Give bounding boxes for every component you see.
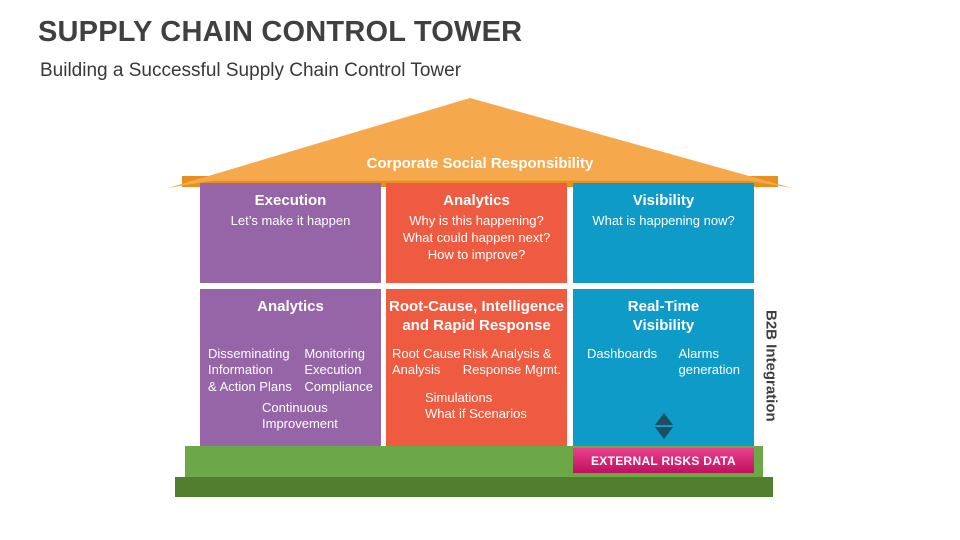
up-arrow-icon <box>654 413 673 425</box>
realtime-visibility-title: Real-Time Visibility <box>627 298 700 334</box>
rootcause-box-footer: Simulations What if Scenarios <box>425 390 527 422</box>
rootcause-box-col1: Root Cause Analysis <box>392 346 461 378</box>
analytics-box-body: Why is this happening? What could happen… <box>402 212 551 262</box>
b2b-integration-label: B2B Integration <box>762 310 780 422</box>
analytics-detail-col1: Disseminating Information & Action Plans <box>208 346 292 394</box>
foundation-bar-dark <box>175 477 773 497</box>
down-arrow-icon <box>654 427 673 439</box>
visibility-box-title: Visibility <box>632 192 695 209</box>
realtime-visibility-col2: Alarms generation <box>678 346 740 378</box>
page-title: SUPPLY CHAIN CONTROL TOWER <box>38 16 523 48</box>
rootcause-box: Root-Cause, Intelligence and Rapid Respo… <box>386 289 567 447</box>
rootcause-box-columns: Root Cause Analysis Risk Analysis & Resp… <box>386 346 567 379</box>
analytics-detail-columns: Disseminating Information & Action Plans… <box>200 346 381 395</box>
realtime-visibility-columns: Dashboards Alarms generation <box>573 346 754 379</box>
rootcause-box-col2: Risk Analysis & Response Mgmt. <box>462 346 561 378</box>
realtime-visibility-col1: Dashboards <box>587 346 658 361</box>
roof-label: Corporate Social Responsibility <box>366 155 594 172</box>
execution-box-body: Let’s make it happen <box>230 212 351 228</box>
analytics-box-title: Analytics <box>443 192 510 209</box>
execution-box-title: Execution <box>254 192 327 209</box>
execution-box: Execution Let’s make it happen <box>200 183 381 283</box>
roof-ridge-band <box>182 176 778 187</box>
visibility-box: Visibility What is happening now? <box>573 183 754 283</box>
visibility-box-body: What is happening now? <box>592 212 735 228</box>
analytics-detail-title: Analytics <box>257 298 324 315</box>
analytics-box: Analytics Why is this happening? What co… <box>386 183 567 283</box>
analytics-detail-col2: Monitoring Execution Compliance <box>304 346 373 394</box>
up-down-arrows-icon <box>654 413 673 439</box>
external-risks-banner: EXTERNAL RISKS DATA <box>573 448 754 473</box>
rootcause-box-title: Root-Cause, Intelligence and Rapid Respo… <box>388 298 565 334</box>
page-subtitle: Building a Successful Supply Chain Contr… <box>40 60 462 81</box>
analytics-detail-box: Analytics Disseminating Information & Ac… <box>200 289 381 447</box>
analytics-detail-footer: Continuous Improvement <box>262 400 338 432</box>
external-risks-label: EXTERNAL RISKS DATA <box>590 453 737 468</box>
realtime-visibility-box: Real-Time Visibility Dashboards Alarms g… <box>573 289 754 447</box>
roof-triangle: Corporate Social Responsibility <box>168 98 792 188</box>
